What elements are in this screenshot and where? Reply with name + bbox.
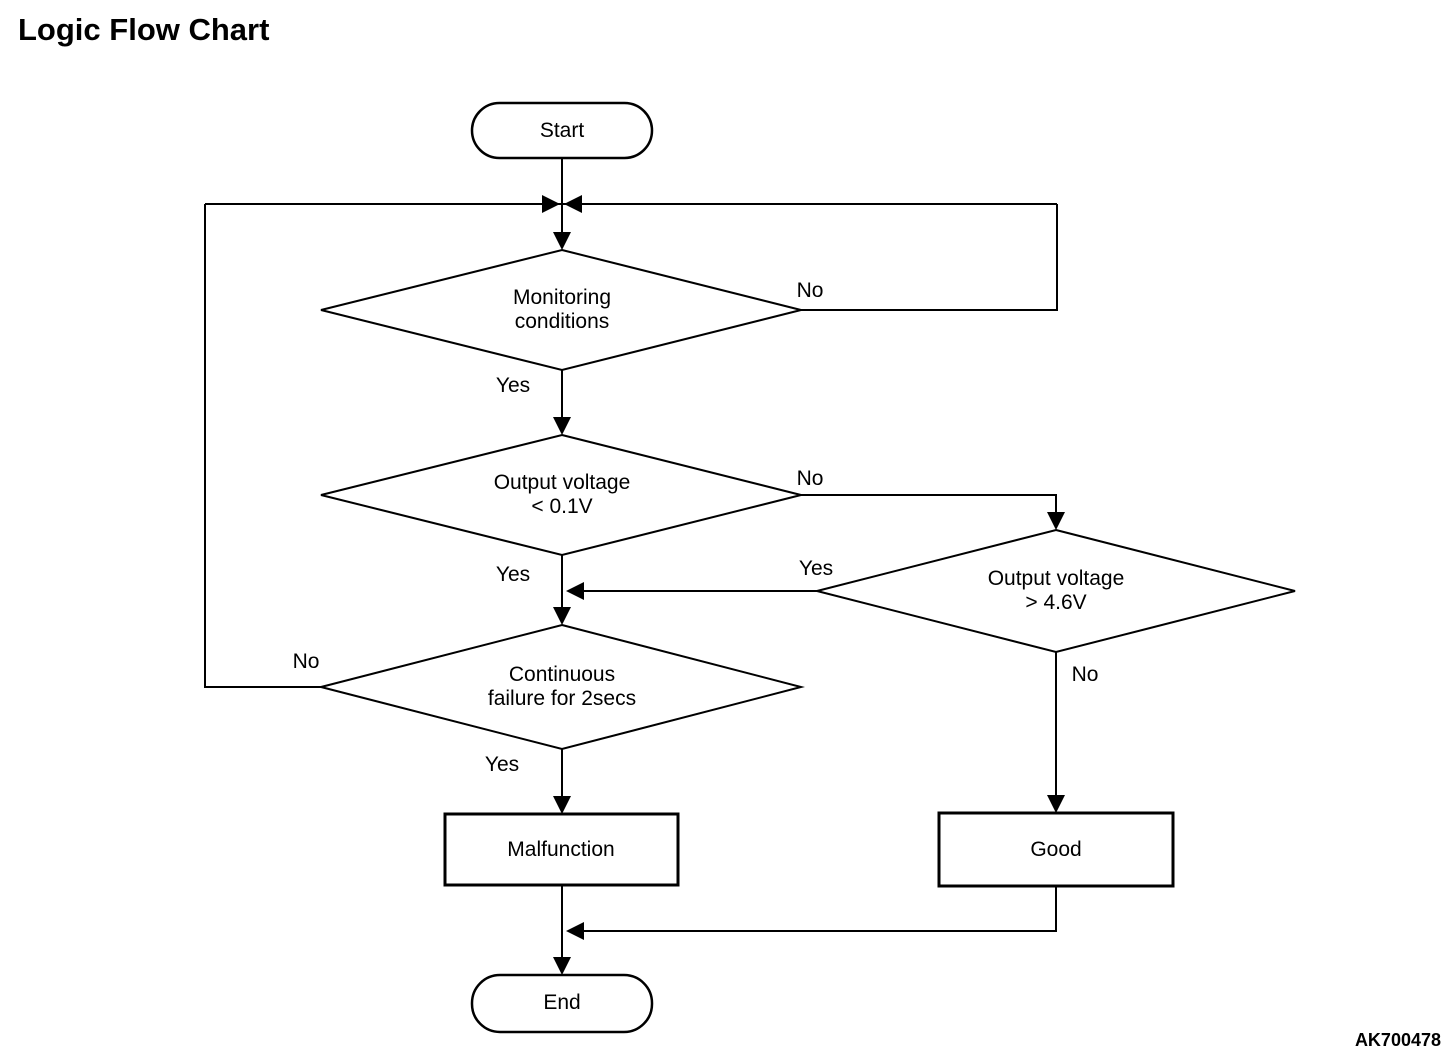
voltage-low-yes-label: Yes <box>495 563 531 586</box>
figure-code: AK700478 <box>1354 1030 1441 1050</box>
start-node-shape <box>470 101 654 160</box>
voltage-low-node-line2: < 0.1V <box>531 495 593 518</box>
monitoring-node-line2: conditions <box>514 310 610 333</box>
voltage-low-decision-shape <box>320 433 802 557</box>
arrowhead-left-loop-into-junction <box>542 195 560 213</box>
voltage-high-node-label: Output voltage > 4.6V <box>988 567 1125 615</box>
malfunction-node-label: Malfunction <box>507 838 615 861</box>
monitoring-yes-label: Yes <box>495 374 531 397</box>
arrowhead-into-good <box>1047 795 1065 813</box>
voltage-low-no-label: No <box>796 467 824 490</box>
arrowhead-good-merge <box>566 922 584 940</box>
end-node-shape <box>470 973 654 1034</box>
monitoring-no-label: No <box>796 279 824 302</box>
continuous-node-label: Continuous failure for 2secs <box>488 663 636 711</box>
voltage-low-node-label: Output voltage < 0.1V <box>494 471 631 519</box>
monitoring-node-label: Monitoring conditions <box>513 286 611 334</box>
malfunction-box-shape <box>443 812 680 887</box>
edge-continuous-no-loop <box>204 204 321 688</box>
voltage-high-decision-shape <box>816 528 1296 654</box>
monitoring-node-line1: Monitoring <box>512 286 612 309</box>
good-box-shape <box>937 811 1175 888</box>
voltage-high-yes-label: Yes <box>798 557 834 580</box>
arrowhead-into-voltage-low <box>553 417 571 435</box>
continuous-decision-shape <box>320 623 805 751</box>
arrowhead-into-monitoring <box>553 232 571 250</box>
edge-monitoring-no-loop <box>801 204 1058 311</box>
arrowhead-into-end <box>553 957 571 975</box>
continuous-no-label: No <box>292 650 320 673</box>
arrowhead-into-malfunction <box>553 796 571 814</box>
voltage-high-node-line1: Output voltage <box>987 567 1125 590</box>
continuous-yes-label: Yes <box>484 753 520 776</box>
arrowhead-right-loop-into-junction <box>564 195 582 213</box>
edge-good-to-end <box>584 886 1057 932</box>
arrowhead-into-voltage-high <box>1047 512 1065 530</box>
voltage-high-node-line2: > 4.6V <box>1025 591 1087 614</box>
arrowhead-into-continuous <box>553 607 571 625</box>
end-node-label: End <box>543 991 581 1014</box>
edge-voltage-low-no <box>801 494 1057 513</box>
page-title: Logic Flow Chart <box>18 12 270 47</box>
voltage-high-no-label: No <box>1071 663 1099 686</box>
voltage-low-node-line1: Output voltage <box>493 471 631 494</box>
continuous-node-line1: Continuous <box>508 663 616 686</box>
monitoring-decision-shape <box>320 248 802 372</box>
good-node-label: Good <box>1030 838 1082 861</box>
arrowhead-voltage-high-yes <box>566 582 584 600</box>
start-node-label: Start <box>539 119 585 142</box>
continuous-node-line2: failure for 2secs <box>487 687 637 710</box>
